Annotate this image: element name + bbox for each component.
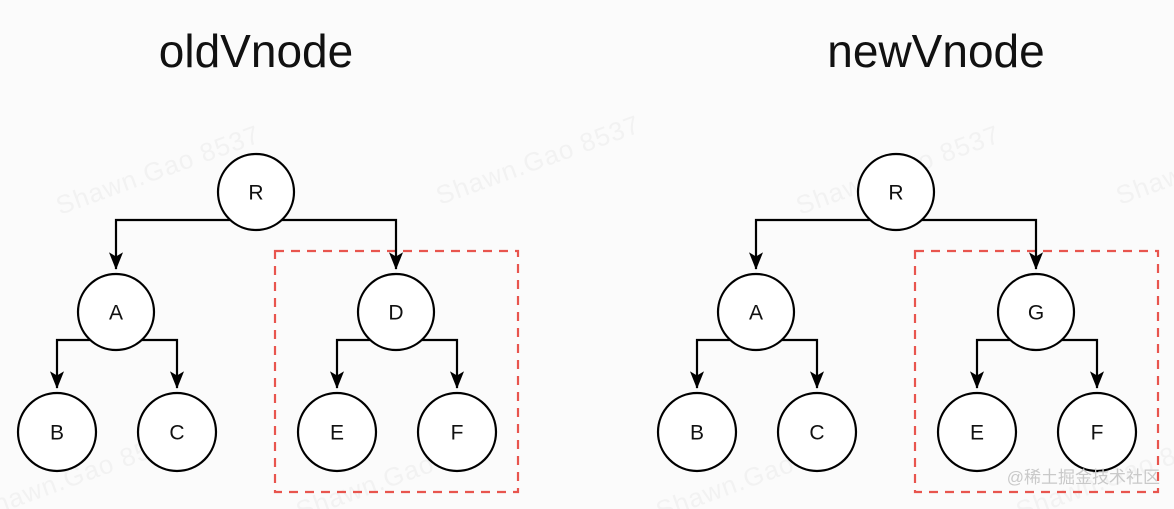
node-new-vnode-F[interactable]: F — [1056, 391, 1138, 473]
node-label-F: F — [1091, 422, 1104, 445]
node-label-A: A — [109, 302, 123, 325]
node-circle-C — [776, 391, 858, 473]
corner-watermark: @稀土掘金技术社区 — [1007, 468, 1160, 487]
node-circle-B — [16, 391, 98, 473]
edge-new-vnode-R-to-A — [748, 218, 896, 270]
node-old-vnode-A[interactable]: A — [76, 272, 156, 352]
edge-new-vnode-R-to-G — [896, 218, 1044, 270]
node-label-B: B — [690, 422, 704, 445]
node-circle-B — [656, 391, 738, 473]
node-circle-D — [356, 272, 436, 352]
node-circle-A — [716, 272, 796, 352]
tree-title-new-vnode: newVnode — [827, 25, 1044, 77]
node-circle-R — [216, 152, 296, 232]
node-layer: R A D B C E F R A G B C E F — [16, 152, 1138, 473]
title-layer: oldVnode newVnode — [159, 25, 1045, 77]
node-circle-R — [856, 152, 936, 232]
node-new-vnode-G[interactable]: G — [996, 272, 1076, 352]
node-label-D: D — [388, 302, 403, 325]
node-label-G: G — [1028, 302, 1044, 325]
node-circle-C — [136, 391, 218, 473]
node-label-R: R — [888, 182, 903, 205]
tree-title-old-vnode: oldVnode — [159, 25, 353, 77]
node-old-vnode-F[interactable]: F — [416, 391, 498, 473]
node-old-vnode-R[interactable]: R — [216, 152, 296, 232]
node-label-E: E — [330, 422, 344, 445]
node-circle-F — [416, 391, 498, 473]
node-old-vnode-D[interactable]: D — [356, 272, 436, 352]
node-label-B: B — [50, 422, 64, 445]
node-circle-A — [76, 272, 156, 352]
node-label-C: C — [169, 422, 184, 445]
node-new-vnode-R[interactable]: R — [856, 152, 936, 232]
node-new-vnode-B[interactable]: B — [656, 391, 738, 473]
node-new-vnode-C[interactable]: C — [776, 391, 858, 473]
edge-old-vnode-R-to-D — [256, 218, 404, 270]
node-label-E: E — [970, 422, 984, 445]
edge-old-vnode-R-to-A — [108, 218, 256, 270]
node-label-A: A — [749, 302, 763, 325]
node-new-vnode-A[interactable]: A — [716, 272, 796, 352]
node-circle-G — [996, 272, 1076, 352]
node-circle-E — [936, 391, 1018, 473]
node-label-R: R — [248, 182, 263, 205]
corner-watermark-layer: @稀土掘金技术社区 — [1007, 468, 1160, 487]
node-old-vnode-E[interactable]: E — [296, 391, 378, 473]
node-label-F: F — [451, 422, 464, 445]
node-old-vnode-C[interactable]: C — [136, 391, 218, 473]
node-old-vnode-B[interactable]: B — [16, 391, 98, 473]
node-circle-E — [296, 391, 378, 473]
node-label-C: C — [809, 422, 824, 445]
node-circle-F — [1056, 391, 1138, 473]
node-new-vnode-E[interactable]: E — [936, 391, 1018, 473]
